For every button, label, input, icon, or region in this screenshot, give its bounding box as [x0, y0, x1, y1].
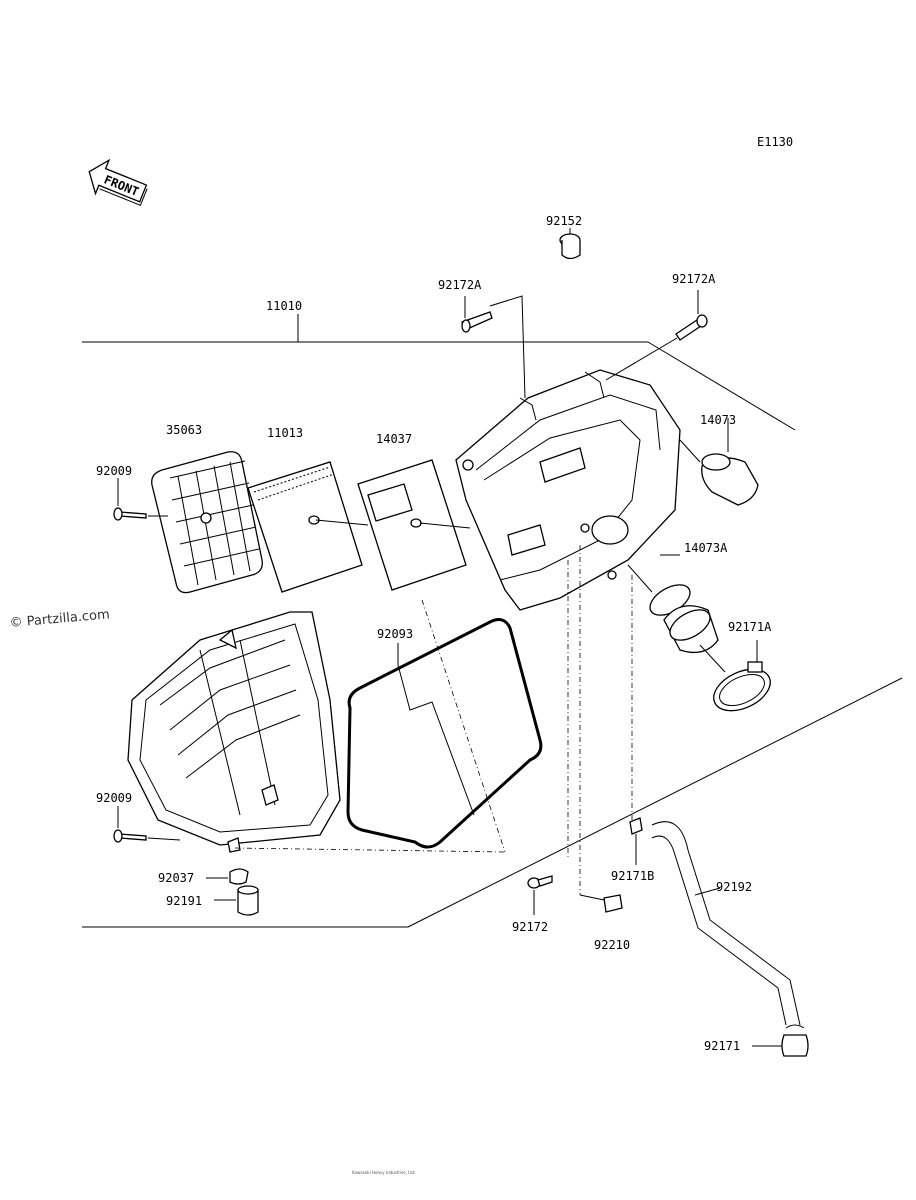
- label-92171a: 92171A: [728, 620, 772, 634]
- label-14073a: 14073A: [684, 541, 728, 555]
- label-11010: 11010: [266, 299, 302, 313]
- footer-text: Kawasaki Heavy Industries, Ltd.: [352, 1170, 416, 1175]
- assembly-guide-lines: [234, 545, 633, 895]
- nut-92210: [579, 894, 623, 913]
- clip-92171b: [629, 817, 643, 865]
- inlet-duct-14073: [701, 418, 759, 506]
- label-14037: 14037: [376, 432, 412, 446]
- clamp-92171: [752, 1024, 809, 1057]
- sponge-14037: [357, 459, 471, 591]
- label-92172a-right: 92172A: [672, 272, 716, 286]
- air-box-housing: [455, 369, 701, 611]
- clamp-92171a: [699, 640, 771, 712]
- label-92210: 92210: [594, 938, 630, 952]
- hose-92192: [651, 821, 801, 1026]
- bolt-92172a-top: [461, 295, 526, 399]
- label-92171b: 92171B: [611, 869, 654, 883]
- label-92009-bottom: 92009: [96, 791, 132, 805]
- label-92009-top: 92009: [96, 464, 132, 478]
- label-92171: 92171: [704, 1039, 740, 1053]
- label-35063: 35063: [166, 423, 202, 437]
- bolt-92172: [527, 875, 553, 915]
- screw-92009-bottom: [113, 806, 181, 843]
- screw-92009-top: [113, 478, 168, 521]
- part-labels: 92152 92172A 92172A 11010 35063 11013 14…: [96, 214, 772, 1053]
- label-92172a-top: 92172A: [438, 278, 482, 292]
- air-filter-11013: [247, 461, 369, 593]
- gasket-92093: [346, 618, 543, 849]
- label-92192: 92192: [716, 880, 752, 894]
- bolt-92172a-right: [605, 290, 708, 381]
- label-92037: 92037: [158, 871, 194, 885]
- filter-cover-35063: [151, 451, 263, 594]
- cap-92191: [214, 885, 259, 916]
- watermark: © Partzilla.com: [9, 607, 110, 631]
- label-92093: 92093: [377, 627, 413, 641]
- joint-14073a: [627, 554, 719, 654]
- label-92172: 92172: [512, 920, 548, 934]
- front-arrow-icon: FRONT: [88, 158, 148, 206]
- diagram-code: E1130: [757, 135, 793, 149]
- lower-case: [127, 611, 341, 853]
- label-92191: 92191: [166, 894, 202, 908]
- label-11013: 11013: [267, 426, 303, 440]
- plug-92037: [206, 868, 249, 885]
- assembly-outline-11010: [82, 314, 903, 928]
- grommet-92152: [559, 228, 581, 260]
- label-92152: 92152: [546, 214, 582, 228]
- label-14073: 14073: [700, 413, 736, 427]
